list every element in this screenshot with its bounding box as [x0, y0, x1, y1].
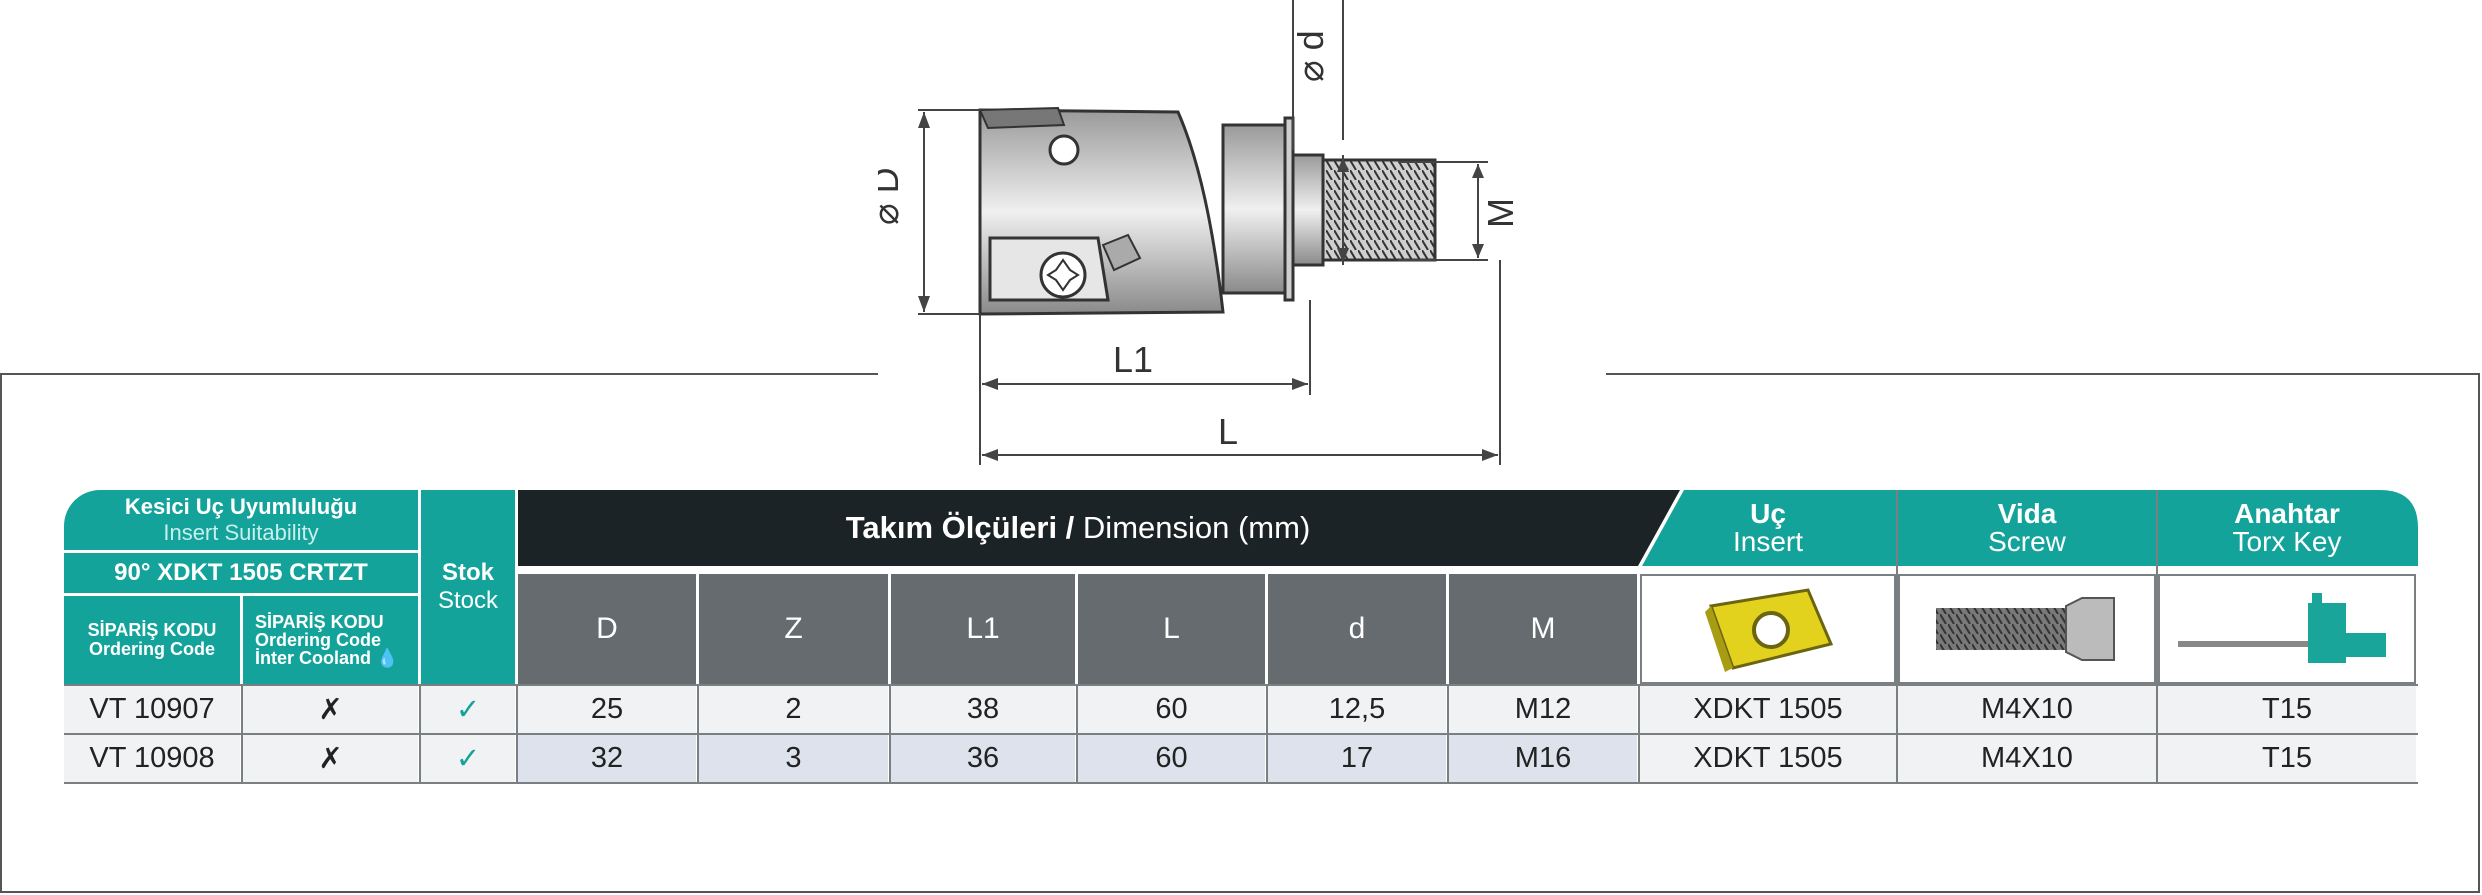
dimension-header: Takım Ölçüleri / Dimension (mm): [518, 490, 1638, 566]
insert-cell: XDKT 1505: [1640, 735, 1896, 782]
column-separator: [697, 686, 699, 782]
cell-Z: 2: [699, 686, 888, 733]
dim-label-D: ⌀ D: [878, 167, 906, 225]
column-separator: [1266, 686, 1268, 782]
column-separator: [419, 686, 421, 782]
column-separator: [516, 686, 518, 782]
key-image-cell: [2158, 574, 2416, 684]
cell-D: 32: [518, 735, 696, 782]
screw-cell: M4X10: [1898, 735, 2156, 782]
insert-type-label: 90° XDKT 1505 CRTZT: [64, 553, 418, 593]
insert-header: Uç Insert: [1640, 490, 1896, 566]
dim-label-L: L: [1218, 411, 1238, 452]
col-header-L: L: [1078, 574, 1265, 684]
column-separator: [1076, 686, 1078, 782]
row-separator: [64, 782, 2418, 784]
ordering-code-subtitle: Ordering Code: [88, 639, 215, 659]
key-cell: T15: [2158, 735, 2416, 782]
screw-image: [1936, 597, 2115, 661]
dim-label-L1: L1: [1113, 339, 1153, 380]
stock-cell: ✓: [421, 735, 515, 782]
coolant-code-line3: İnter Cooland: [255, 648, 371, 668]
insert-image: [1705, 588, 1834, 672]
col-header-d: d: [1268, 574, 1446, 684]
column-separator: [1638, 686, 1640, 782]
shell-mill-drawing: ⌀ D ⌀ d M L1 L: [865, 0, 1521, 465]
ordering-code-cell: VT 10908: [64, 735, 240, 782]
cell-D: 25: [518, 686, 696, 733]
col-header-M: M: [1449, 574, 1637, 684]
screw-title: Vida: [1997, 498, 2057, 529]
screw-cell: M4X10: [1898, 686, 2156, 733]
key-cell: T15: [2158, 686, 2416, 733]
column-separator: [1447, 686, 1449, 782]
tool-drawing: ⌀ D ⌀ d M L1 L: [865, 0, 1606, 478]
cell-L1: 36: [891, 735, 1075, 782]
insert-subtitle: Insert: [1732, 526, 1804, 557]
screw-image-cell: [1898, 574, 2156, 684]
column-separator: [889, 686, 891, 782]
cell-Z: 3: [699, 735, 888, 782]
ordering-code-cell: VT 10907: [64, 686, 240, 733]
dim-label-M: M: [1480, 198, 1521, 228]
col-header-Z: Z: [699, 574, 888, 684]
row-separator: [64, 684, 2418, 686]
col-header-L1: L1: [891, 574, 1075, 684]
insert-cell: XDKT 1505: [1640, 686, 1896, 733]
cell-d: 12,5: [1268, 686, 1446, 733]
dimension-title: Takım Ölçüleri /: [845, 510, 1075, 545]
cell-M: M12: [1449, 686, 1637, 733]
insert-title: Uç: [1750, 498, 1786, 529]
dimension-header-shape: [518, 490, 2418, 566]
dim-label-d: ⌀ d: [1290, 30, 1331, 82]
cell-M: M16: [1449, 735, 1637, 782]
insert-suitability-title: Kesici Uç Uyumluluğu: [124, 494, 358, 519]
cell-L: 60: [1078, 735, 1265, 782]
insert-suitability-subtitle: Insert Suitability: [163, 520, 319, 545]
coolant-code-cell: ✗: [243, 735, 418, 782]
stock-header: Stok Stock: [421, 490, 515, 684]
cell-d: 17: [1268, 735, 1446, 782]
cell-L1: 38: [891, 686, 1075, 733]
coolant-code-line3-wrap: İnter Cooland 💧: [255, 649, 398, 667]
coolant-code-line2: Ordering Code: [255, 630, 382, 650]
coolant-code-title: SİPARİŞ KODU: [255, 612, 384, 632]
ordering-code-coolant-header: SİPARİŞ KODU Ordering Code İnter Cooland…: [243, 596, 418, 684]
col-header-D: D: [518, 574, 696, 684]
insert-image-cell: [1640, 574, 1896, 684]
stock-subtitle: Stock: [437, 587, 499, 614]
screw-header: Vida Screw: [1898, 490, 2156, 566]
key-header: Anahtar Torx Key: [2158, 490, 2416, 566]
stock-title: Stok: [441, 559, 494, 586]
droplet-icon: 💧: [376, 648, 399, 668]
dimension-subtitle: Dimension (mm): [1082, 510, 1311, 545]
cell-L: 60: [1078, 686, 1265, 733]
torx-key-image: [2178, 593, 2386, 663]
key-subtitle: Torx Key: [2232, 526, 2342, 557]
key-title: Anahtar: [2234, 498, 2340, 529]
ordering-code-header: SİPARİŞ KODU Ordering Code: [64, 596, 240, 684]
row-separator: [64, 733, 2418, 735]
coolant-code-cell: ✗: [243, 686, 418, 733]
column-separator: [2156, 686, 2158, 782]
column-separator: [241, 686, 243, 782]
column-separator: [1896, 686, 1898, 782]
ordering-code-title: SİPARİŞ KODU: [87, 620, 217, 640]
divider: [2156, 490, 2158, 684]
stock-cell: ✓: [421, 686, 515, 733]
insert-suitability-header: Kesici Uç Uyumluluğu Insert Suitability: [64, 490, 418, 550]
screw-subtitle: Screw: [1988, 526, 2066, 557]
divider: [1896, 490, 1898, 684]
